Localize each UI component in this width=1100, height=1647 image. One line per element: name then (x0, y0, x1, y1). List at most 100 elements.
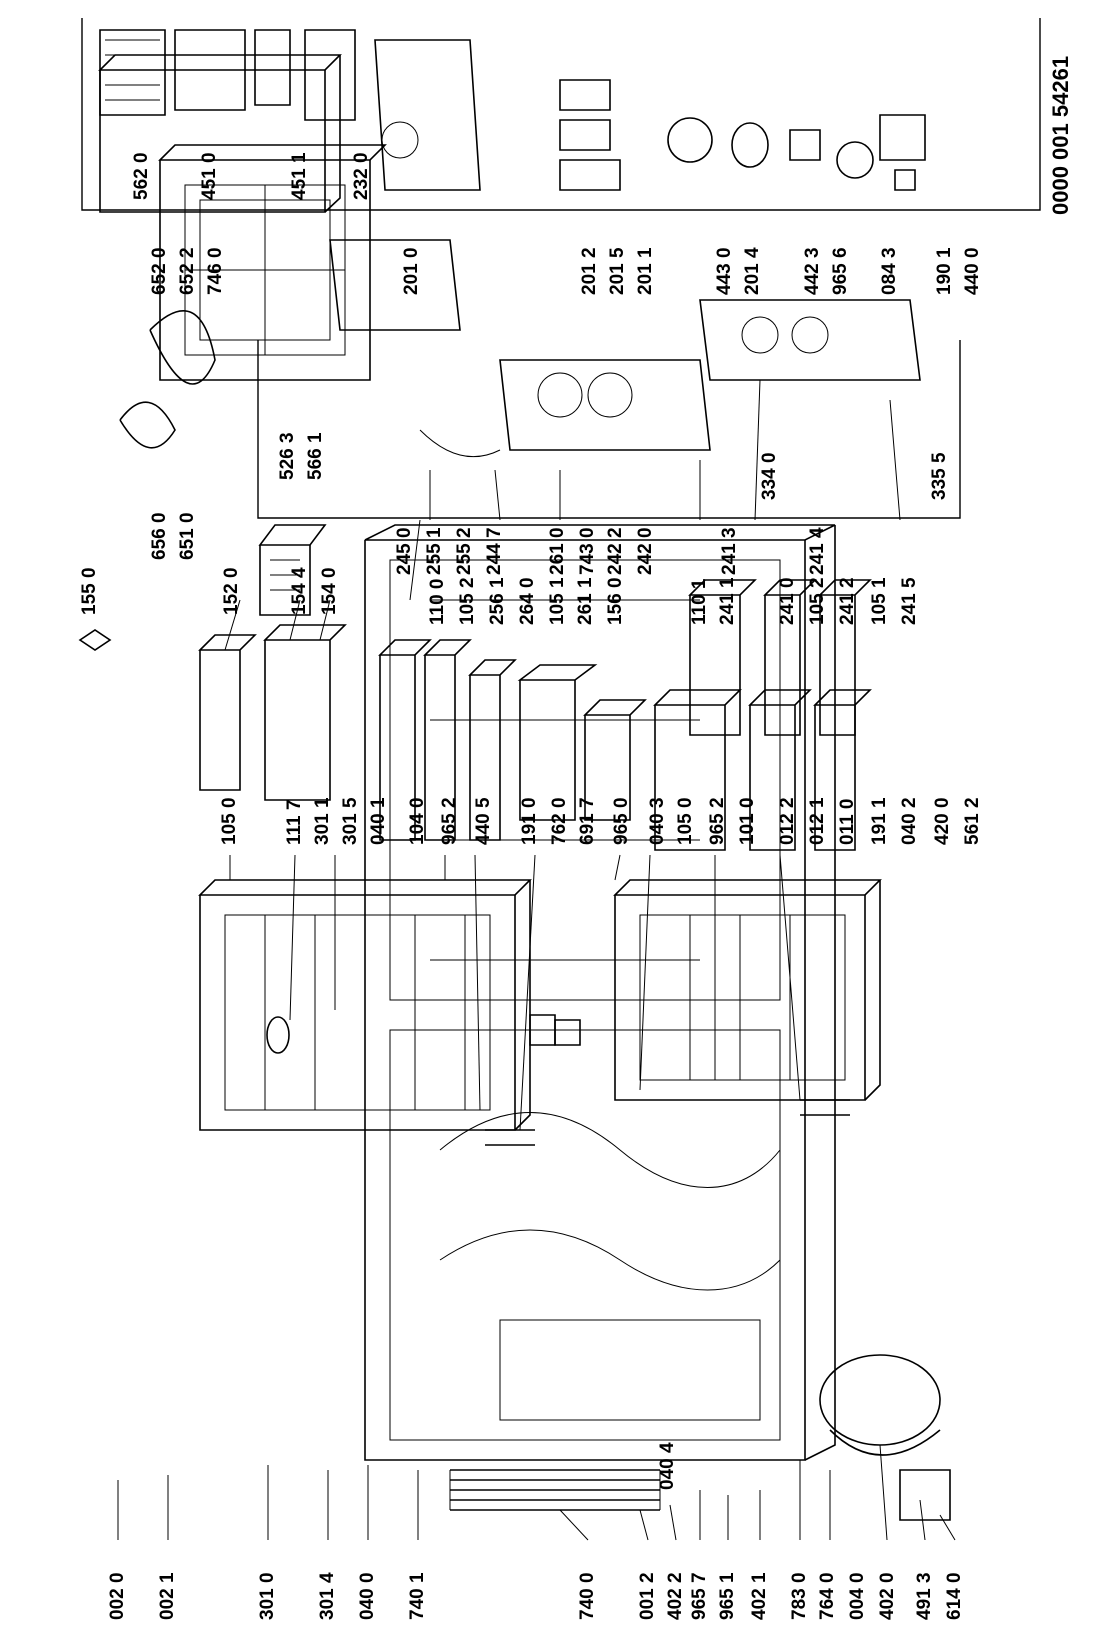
part-label: 101 0 (737, 797, 758, 845)
evaporator-coil-part (99, 29, 356, 121)
part-label: 241 2 (837, 577, 858, 625)
part-label: 241 3 (719, 527, 740, 575)
part-label: 256 1 (487, 577, 508, 625)
part-label: 656 0 (149, 512, 170, 560)
part-label: 152 0 (221, 567, 242, 615)
part-label: 244 7 (484, 527, 505, 575)
compressor-part (819, 1354, 951, 1521)
part-label: 040 2 (899, 797, 920, 845)
part-label: 105 1 (547, 577, 568, 625)
part-label: 104 0 (407, 797, 428, 845)
part-label: 001 2 (637, 1572, 658, 1620)
part-label: 084 3 (879, 247, 900, 295)
part-label: 740 1 (407, 1572, 428, 1620)
fan-assembly-group-bracket (257, 340, 961, 519)
part-label: 301 5 (340, 797, 361, 845)
part-label: 040 4 (657, 1442, 678, 1490)
part-label: 154 4 (289, 567, 310, 615)
egg-tray-part (78, 629, 112, 651)
part-label: 691 7 (577, 797, 598, 845)
part-label: 040 0 (357, 1572, 378, 1620)
part-label: 241 0 (777, 577, 798, 625)
part-label: 156 0 (605, 577, 626, 625)
part-label: 762 0 (549, 797, 570, 845)
part-label: 190 1 (934, 247, 955, 295)
control-panel-part (258, 524, 327, 616)
part-label: 111 7 (284, 799, 305, 845)
part-label: 261 0 (547, 527, 568, 575)
part-label: 746 0 (205, 247, 226, 295)
part-label: 261 1 (575, 577, 596, 625)
part-label: 491 3 (914, 1572, 935, 1620)
part-label: 965 1 (717, 1572, 738, 1620)
part-label: 301 1 (312, 797, 333, 845)
part-label: 012 2 (777, 797, 798, 845)
upper-balcony-part (198, 634, 257, 791)
glass-shelf-parts (378, 639, 517, 841)
part-label: 241 5 (899, 577, 920, 625)
part-label: 012 1 (807, 797, 828, 845)
part-label: 201 1 (635, 247, 656, 295)
freezer-drawer-parts (653, 579, 872, 851)
part-label: 301 4 (317, 1572, 338, 1620)
condenser-part (449, 1469, 661, 1511)
document-number: 0000 001 54261 (1048, 55, 1073, 215)
lamp-housing-part (119, 310, 216, 449)
part-label: 652 0 (149, 247, 170, 295)
hinge-cover-part (266, 1016, 290, 1054)
part-label: 264 0 (517, 577, 538, 625)
part-label: 402 1 (749, 1572, 770, 1620)
display-cover-part (554, 1019, 581, 1046)
part-label: 241 1 (717, 577, 738, 625)
part-label: 420 0 (932, 797, 953, 845)
thermostat-small-parts (667, 114, 926, 191)
part-label: 301 0 (257, 1572, 278, 1620)
part-label: 965 2 (439, 797, 460, 845)
fridge-door-part (613, 879, 882, 1101)
evaporator-group-bracket (81, 18, 1041, 211)
part-label: 105 2 (457, 577, 478, 625)
part-label: 764 0 (817, 1572, 838, 1620)
part-label: 201 0 (401, 247, 422, 295)
part-label: 241 4 (807, 527, 828, 575)
part-label: 004 0 (847, 1572, 868, 1620)
part-label: 255 1 (424, 527, 445, 575)
part-label: 105 0 (219, 797, 240, 845)
part-label: 526 3 (277, 432, 298, 480)
part-label: 191 0 (519, 797, 540, 845)
part-label: 334 0 (759, 452, 780, 500)
fridge-gasket-part (800, 1099, 850, 1116)
part-label: 002 0 (107, 1572, 128, 1620)
part-label: 335 5 (929, 452, 950, 500)
butter-cover-part (263, 624, 347, 801)
part-label: 442 3 (802, 247, 823, 295)
part-label: 105 1 (869, 577, 890, 625)
part-label: 110 1 (689, 578, 710, 626)
part-label: 965 2 (707, 797, 728, 845)
part-label: 201 2 (579, 247, 600, 295)
part-label: 965 0 (611, 797, 632, 845)
part-label: 154 0 (319, 567, 340, 615)
part-label: 443 0 (714, 247, 735, 295)
part-label: 105 2 (807, 577, 828, 625)
part-label: 201 5 (607, 247, 628, 295)
part-label: 110 0 (427, 578, 448, 626)
part-label: 440 0 (962, 247, 983, 295)
part-label: 002 1 (157, 1572, 178, 1620)
part-label: 011 0 (837, 798, 858, 846)
part-label: 402 2 (665, 1572, 686, 1620)
part-label: 965 7 (689, 1572, 710, 1620)
part-label: 242 2 (605, 527, 626, 575)
part-label: 652 2 (177, 247, 198, 295)
crisper-drawer-part (517, 664, 647, 821)
part-label: 965 6 (830, 247, 851, 295)
freezer-door-part (198, 879, 532, 1131)
part-label: 566 1 (305, 432, 326, 480)
part-label: 740 0 (577, 1572, 598, 1620)
freezer-gasket-part (485, 1129, 535, 1146)
part-label: 155 0 (79, 567, 100, 615)
part-label: 614 0 (944, 1572, 965, 1620)
part-label: 245 0 (394, 527, 415, 575)
